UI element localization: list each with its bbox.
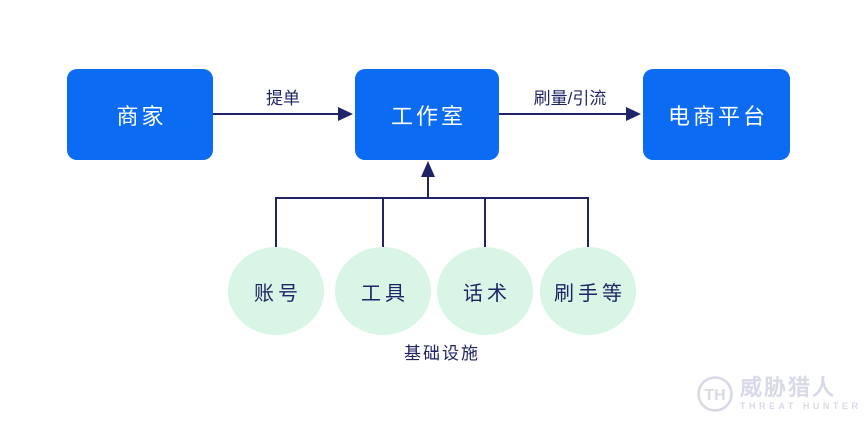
- watermark-en: THREAT HUNTER: [740, 401, 862, 411]
- node-platform-label: 电商平台: [667, 103, 768, 129]
- node-merchant-label: 商家: [116, 103, 167, 129]
- infra-circle-tools-label: 工具: [361, 282, 409, 305]
- watermark-cn: 威胁猎人: [740, 375, 837, 400]
- threat-hunter-logo-icon: TH: [697, 376, 733, 412]
- watermark: TH 威胁猎人 THREAT HUNTER: [696, 375, 861, 413]
- arrowhead-studio-to-platform: [626, 107, 641, 121]
- infra-circle-brushers: 刷手等: [540, 247, 636, 335]
- node-platform: 电商平台: [643, 69, 790, 160]
- infra-branch-outer-lines: [275, 197, 589, 247]
- arrowhead-merchant-to-studio: [338, 107, 353, 121]
- infra-circle-scripts: 话术: [437, 247, 533, 335]
- logo-monogram: TH: [704, 387, 725, 404]
- node-studio-label: 工作室: [390, 103, 466, 129]
- infra-caption: 基础设施: [404, 344, 480, 363]
- node-merchant: 商家: [67, 69, 213, 160]
- node-studio: 工作室: [355, 69, 499, 160]
- infra-circle-brushers-label: 刷手等: [554, 282, 626, 305]
- infra-circle-tools: 工具: [335, 247, 431, 335]
- arrowhead-infra-to-studio: [421, 161, 435, 177]
- infra-circle-scripts-label: 话术: [463, 282, 511, 305]
- edge-label-traffic: 刷量/引流: [533, 89, 607, 108]
- edge-label-order: 提单: [266, 89, 300, 108]
- watermark-text: 威胁猎人 THREAT HUNTER: [740, 377, 861, 411]
- infra-circle-accounts-label: 账号: [254, 282, 302, 305]
- infra-circle-accounts: 账号: [228, 247, 324, 335]
